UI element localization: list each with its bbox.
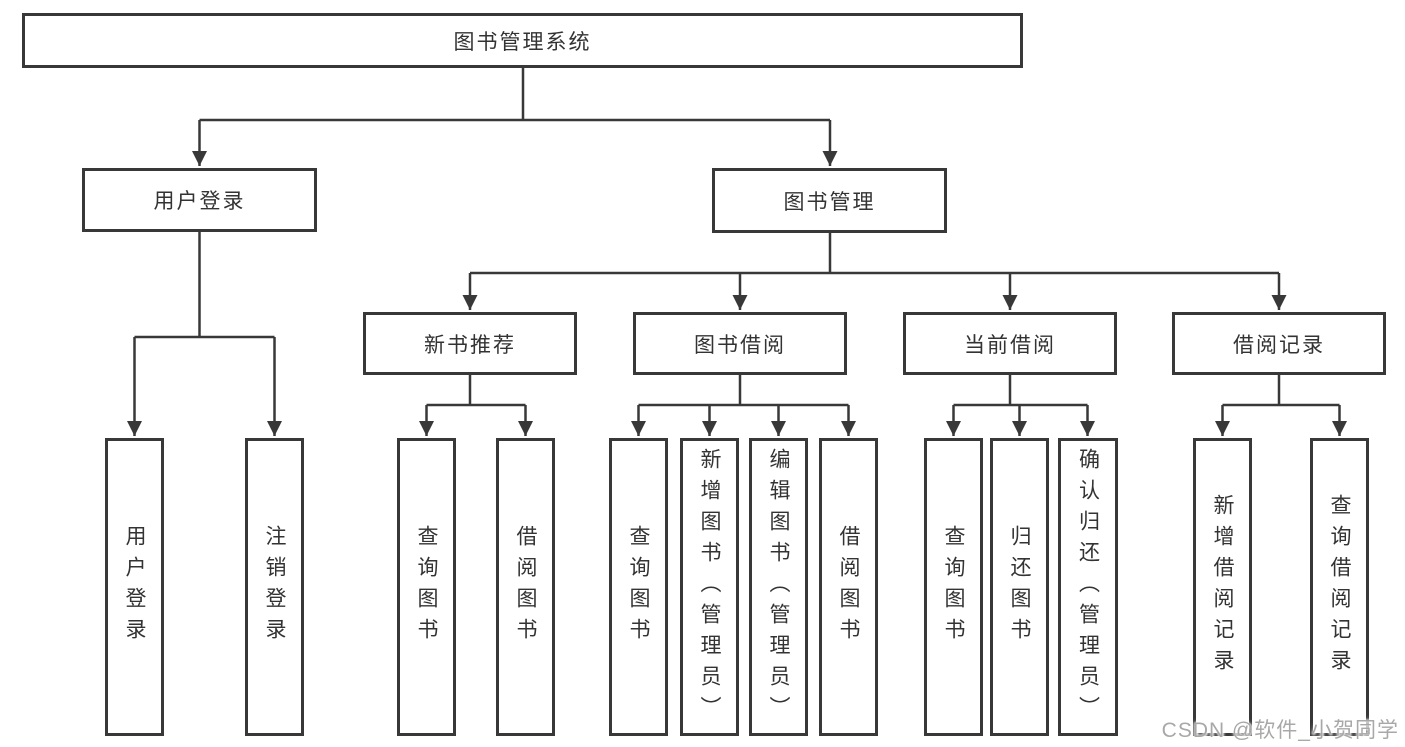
- leaf-search-books-borrow: 查询图书: [609, 438, 668, 736]
- leaf-search-borrow-record: 查询借阅记录: [1310, 438, 1369, 736]
- connector-book-management-children: [462, 233, 1287, 310]
- watermark: CSDN @软件_小贺同学: [1161, 719, 1399, 742]
- connector-user-login-children: [127, 232, 282, 436]
- node-book-management: 图书管理: [712, 168, 947, 233]
- leaf-return-books: 归还图书: [990, 438, 1049, 736]
- leaf-add-books-admin: 新增图书（管理员）: [680, 438, 739, 736]
- node-root: 图书管理系统: [22, 13, 1023, 68]
- leaf-search-books-recommend: 查询图书: [397, 438, 456, 736]
- node-book-management-label: 图书管理: [783, 190, 876, 214]
- node-user-login: 用户登录: [82, 168, 317, 232]
- node-current-borrowing: 当前借阅: [903, 312, 1117, 375]
- connector-current-borrow-children: [946, 375, 1095, 436]
- leaf-borrow-books: 借阅图书: [819, 438, 878, 736]
- leaf-logout: 注销登录: [245, 438, 304, 736]
- connector-root-to-level2: [192, 68, 838, 166]
- node-new-book-recommendation: 新书推荐: [363, 312, 577, 375]
- node-user-login-label: 用户登录: [153, 190, 246, 213]
- leaf-confirm-return-admin: 确认归还（管理员）: [1058, 438, 1118, 736]
- node-borrowing-records: 借阅记录: [1172, 312, 1386, 375]
- leaf-user-login: 用户登录: [105, 438, 164, 736]
- leaf-search-books-current: 查询图书: [924, 438, 983, 736]
- leaf-add-borrow-record: 新增借阅记录: [1193, 438, 1252, 736]
- leaf-borrow-books-recommend: 借阅图书: [496, 438, 555, 736]
- connector-new-book-children: [419, 375, 533, 436]
- node-current-borrowing-label: 当前借阅: [964, 333, 1056, 357]
- node-borrowing-records-label: 借阅记录: [1233, 333, 1325, 357]
- leaf-edit-books-admin: 编辑图书（管理员）: [749, 438, 808, 736]
- node-book-borrowing-label: 图书借阅: [694, 333, 786, 357]
- node-root-label: 图书管理系统: [453, 30, 592, 54]
- connector-borrow-records-children: [1215, 375, 1347, 436]
- node-new-book-recommendation-label: 新书推荐: [424, 333, 516, 357]
- connector-book-borrow-children: [631, 375, 856, 436]
- node-book-borrowing: 图书借阅: [633, 312, 847, 375]
